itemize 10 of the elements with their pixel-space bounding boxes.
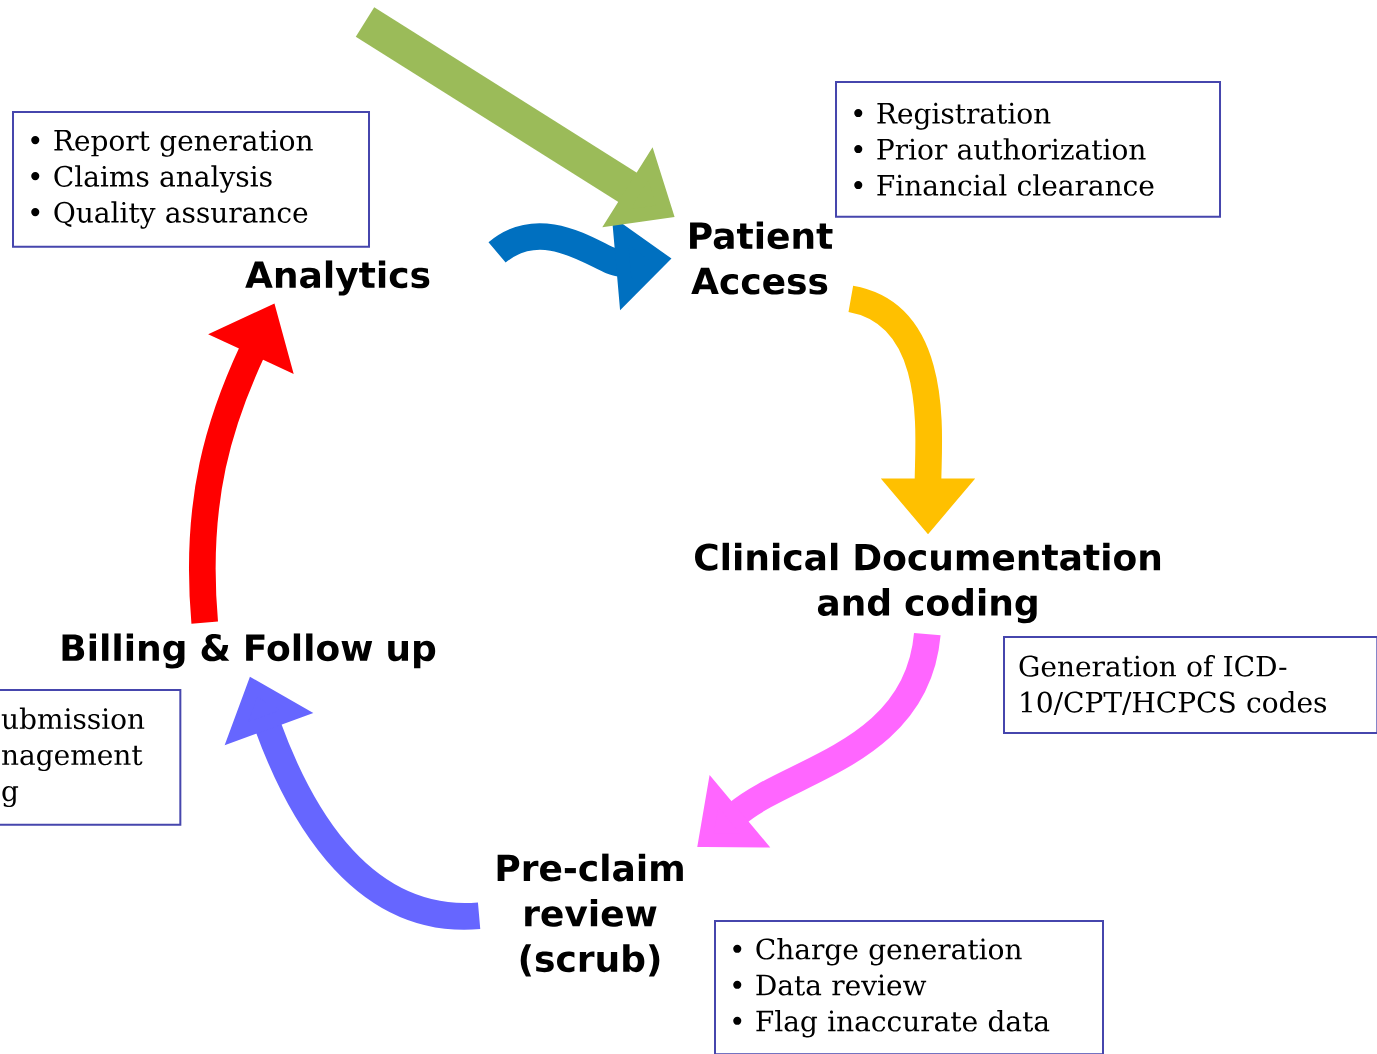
text-box: • Registration • Prior authorization • Financial clearance <box>835 81 1221 218</box>
text-box: Generation of ICD-10/CPT/HCPCS codes <box>1003 636 1377 734</box>
stage-label: Analytics <box>245 260 430 296</box>
text-box: • Charge generation • Data review • Flag inaccurate data <box>714 920 1104 1054</box>
stage-label: Patient Access <box>690 221 833 295</box>
text-box: ubmission nagement g <box>0 689 182 826</box>
stage-label: Billing & Follow up <box>62 633 436 669</box>
stage-label: Pre-claim review (scrub) <box>497 853 683 977</box>
text-box: • Report generation • Claims analysis • Quality assurance <box>12 111 370 248</box>
stage-label: Clinical Documentation and coding <box>695 542 1161 624</box>
